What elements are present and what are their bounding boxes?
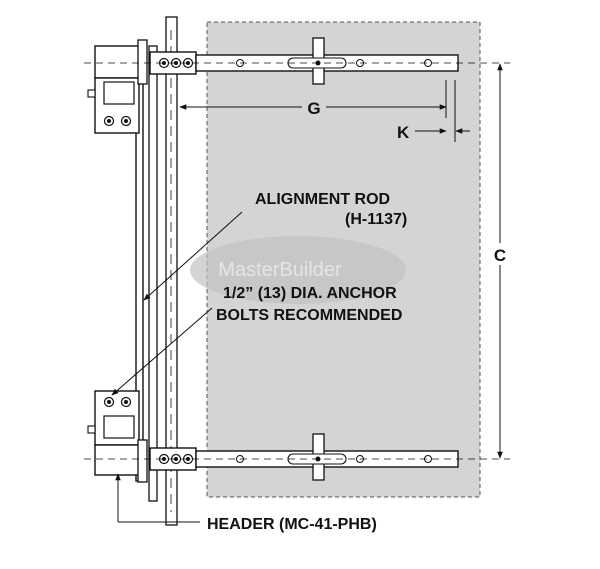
label-k: K: [397, 123, 410, 142]
alignment-rod-callout: ALIGNMENT ROD (H-1137): [143, 191, 407, 301]
label-g: G: [307, 99, 320, 118]
dimension-c: C: [490, 63, 510, 459]
bottom-header-bracket: [87, 390, 148, 483]
label-header: HEADER (MC-41-PHB): [207, 516, 377, 533]
svg-text:ALIGNMENT ROD: ALIGNMENT ROD: [255, 191, 390, 208]
top-header-bracket: [87, 39, 148, 134]
dimension-g: G: [179, 80, 447, 118]
header-callout: HEADER (MC-41-PHB): [115, 473, 377, 533]
svg-text:1/2” (13) DIA. ANCHOR: 1/2” (13) DIA. ANCHOR: [223, 285, 397, 302]
anchor-bolts-callout: 1/2” (13) DIA. ANCHOR BOLTS RECOMMENDED: [111, 285, 402, 396]
label-c: C: [494, 246, 506, 265]
svg-text:BOLTS RECOMMENDED: BOLTS RECOMMENDED: [216, 307, 402, 324]
svg-text:MasterBuilder: MasterBuilder: [218, 259, 342, 281]
dimension-k: K: [397, 80, 470, 142]
svg-text:(H-1137): (H-1137): [345, 211, 407, 228]
centerlines: [84, 62, 510, 460]
watermark: MasterBuilder: [190, 236, 406, 304]
hinge-column: [148, 45, 158, 502]
